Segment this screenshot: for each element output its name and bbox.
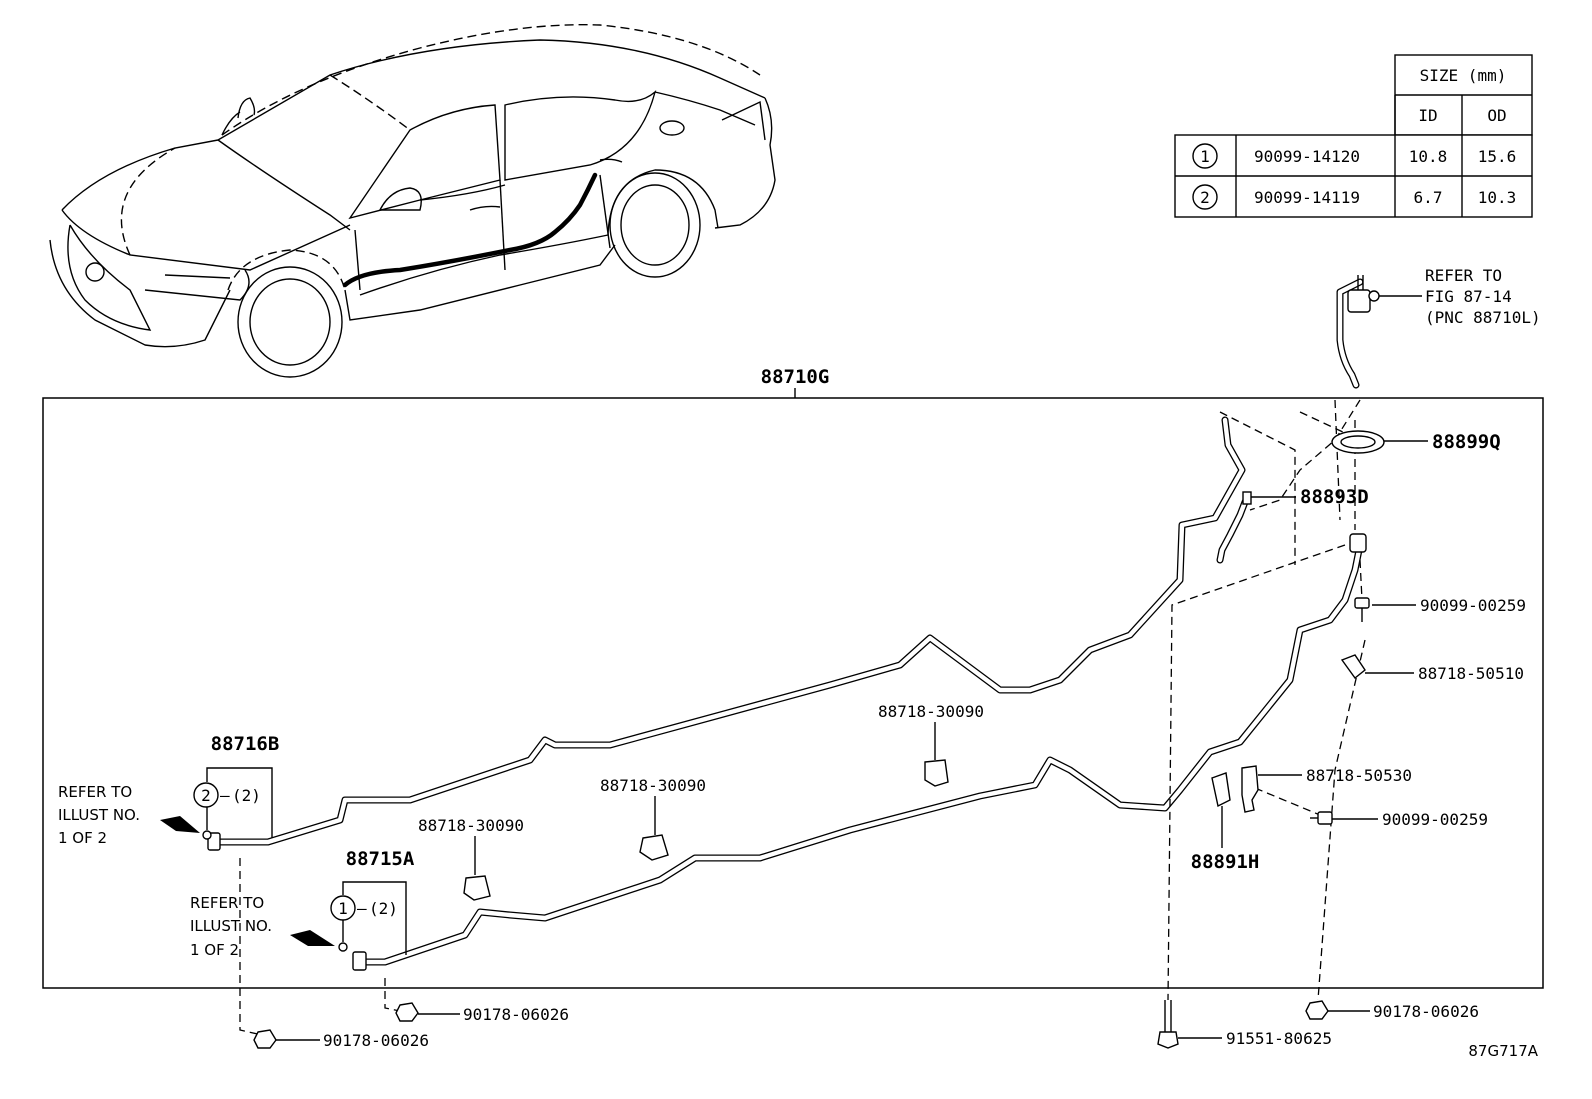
part-88716B[interactable]: 88716B 2 — (2) xyxy=(193,733,280,840)
label-88718-50510: 88718-50510 xyxy=(1418,664,1524,683)
refer-left-1-line2: ILLUST NO. xyxy=(58,806,140,824)
callout-88715A-text: — xyxy=(357,899,367,918)
part-88718-50530[interactable]: 88718-50530 xyxy=(1241,765,1412,813)
label-88715A: 88715A xyxy=(346,848,415,870)
label-90099-00259-a: 90099-00259 xyxy=(1420,596,1526,615)
table-row-2-key-circle xyxy=(1192,184,1218,210)
table-header-id: ID xyxy=(1418,106,1437,125)
figure-code: 87G717A xyxy=(1468,1042,1538,1060)
label-88718-30090-c: 88718-30090 xyxy=(418,816,524,835)
table-row-1-od: 15.6 xyxy=(1478,147,1517,166)
label-91551-80625: 91551-80625 xyxy=(1226,1029,1332,1048)
part-90178-06026-bottom-left[interactable]: 90178-06026 xyxy=(253,1029,429,1050)
callout-88715A-qty: (2) xyxy=(369,899,398,918)
table-row-2-id: 6.7 xyxy=(1414,188,1443,207)
assembly-frame-88710G: 88710G xyxy=(42,366,1544,989)
refer-top-line2: FIG 87-14 xyxy=(1425,287,1512,306)
refer-top-line1: REFER TO xyxy=(1425,266,1502,285)
label-88893D: 88893D xyxy=(1300,486,1369,508)
table-row-2-od: 10.3 xyxy=(1478,188,1517,207)
label-88716B: 88716B xyxy=(211,733,280,755)
table-row-2-part: 90099-14119 xyxy=(1254,188,1360,207)
arrow-left-2-icon xyxy=(290,930,335,946)
label-90099-00259-b: 90099-00259 xyxy=(1382,810,1488,829)
label-88718-30090-b: 88718-30090 xyxy=(600,776,706,795)
callout-88716B-circle xyxy=(193,782,219,808)
refer-left-1-line1: REFER TO xyxy=(58,783,132,801)
part-88718-30090-left[interactable]: 88718-30090 xyxy=(418,816,524,901)
part-90178-06026-bottom-center[interactable]: 90178-06026 xyxy=(395,1002,569,1024)
table-row-2-key: 2 xyxy=(1200,188,1210,207)
car-illustration xyxy=(49,24,776,378)
part-88899Q[interactable]: 88899Q xyxy=(1331,430,1501,454)
label-88718-50530: 88718-50530 xyxy=(1306,766,1412,785)
fuel-pipes xyxy=(207,416,1367,971)
callout-88716B-key: 2 xyxy=(201,786,211,805)
refer-left-2-line1: REFER TO xyxy=(190,894,264,912)
callout-88716B-text: — xyxy=(220,786,230,805)
refer-illust-left-2[interactable]: REFER TO ILLUST NO. 1 OF 2 xyxy=(190,894,335,959)
part-88715A[interactable]: 88715A 1 — (2) xyxy=(330,848,415,955)
callout-88716B-qty: (2) xyxy=(232,786,261,805)
part-90099-00259-upper[interactable]: 90099-00259 xyxy=(1354,596,1526,622)
part-88718-30090-middle[interactable]: 88718-30090 xyxy=(600,776,706,861)
size-table: SIZE (mm) ID OD 1 90099-14120 10.8 15.6 … xyxy=(1174,54,1533,218)
callout-88715A-key: 1 xyxy=(338,899,348,918)
label-88899Q: 88899Q xyxy=(1432,431,1501,453)
refer-top-line3: (PNC 88710L) xyxy=(1425,308,1541,327)
label-88718-30090-a: 88718-30090 xyxy=(878,702,984,721)
part-88891H[interactable]: 88891H xyxy=(1191,772,1260,873)
table-row-1-key: 1 xyxy=(1200,147,1210,166)
refer-left-1-line3: 1 OF 2 xyxy=(58,829,107,847)
table-header-size: SIZE (mm) xyxy=(1420,66,1507,85)
label-90178-06026-c: 90178-06026 xyxy=(1373,1002,1479,1021)
part-88718-50510[interactable]: 88718-50510 xyxy=(1340,654,1524,683)
table-row-1-part: 90099-14120 xyxy=(1254,147,1360,166)
refer-illust-left-1[interactable]: REFER TO ILLUST NO. 1 OF 2 xyxy=(58,783,200,847)
part-91551-80625[interactable]: 91551-80625 xyxy=(1157,1000,1332,1049)
table-row-1-key-circle xyxy=(1192,143,1218,169)
part-90099-00259-lower[interactable]: 90099-00259 xyxy=(1310,810,1488,829)
dashed-leaders xyxy=(239,399,1366,1036)
arrow-left-1-icon xyxy=(160,816,200,833)
part-88718-30090-right[interactable]: 88718-30090 xyxy=(878,702,984,787)
assembly-label: 88710G xyxy=(761,366,830,388)
table-header-od: OD xyxy=(1487,106,1506,125)
refer-fig-87-14: REFER TO FIG 87-14 (PNC 88710L) xyxy=(1336,266,1541,389)
refer-left-2-line3: 1 OF 2 xyxy=(190,941,239,959)
part-88893D[interactable]: 88893D xyxy=(1242,486,1369,508)
label-90178-06026-a: 90178-06026 xyxy=(323,1031,429,1050)
refer-left-2-line2: ILLUST NO. xyxy=(190,917,272,935)
label-90178-06026-b: 90178-06026 xyxy=(463,1005,569,1024)
part-90178-06026-bottom-right[interactable]: 90178-06026 xyxy=(1305,1000,1479,1021)
table-row-1-id: 10.8 xyxy=(1409,147,1448,166)
label-88891H: 88891H xyxy=(1191,851,1260,873)
